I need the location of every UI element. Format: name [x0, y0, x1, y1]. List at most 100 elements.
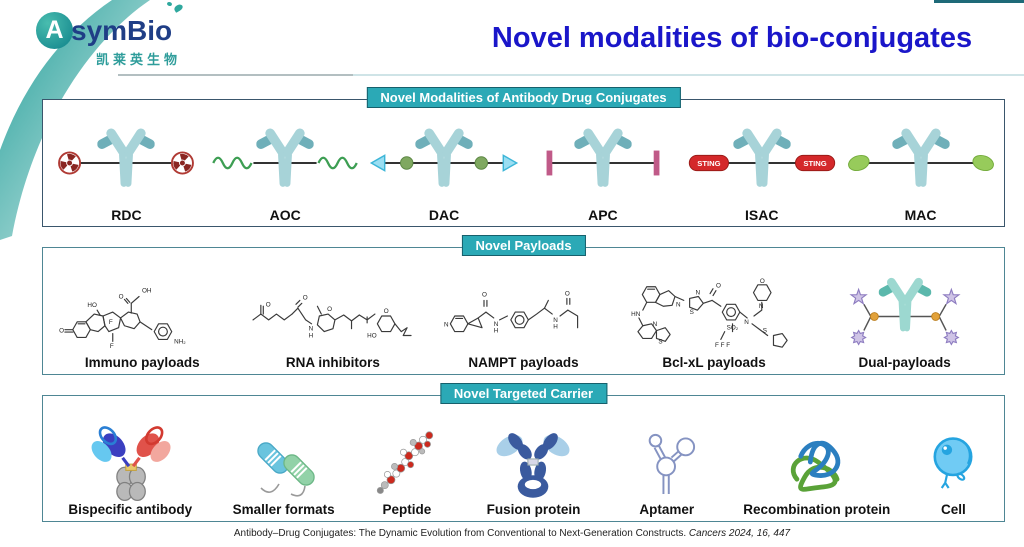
dual-payload-antibody-icon [849, 276, 961, 347]
panel-adc-header: Novel Modalities of Antibody Drug Conjug… [366, 87, 681, 108]
blue-fab-arm [91, 426, 126, 463]
rdc-antibody-icon [58, 126, 195, 187]
payload-label: NAMPT payloads [468, 355, 579, 371]
svg-text:O: O [760, 278, 765, 285]
linker-dot-icon [869, 312, 879, 322]
fusion-protein-icon [496, 433, 570, 499]
adc-label: ISAC [745, 206, 779, 223]
logo-wordmark: symBio [71, 14, 173, 46]
payload-label: Dual-payloads [858, 355, 951, 371]
citation: Antibody–Drug Conjugates: The Dynamic Ev… [0, 528, 1024, 539]
logo-chinese-subtitle: 凯莱英生物 [96, 52, 182, 67]
svg-text:O: O [483, 292, 488, 299]
flower-payload-icon [850, 329, 867, 347]
svg-text:F: F [110, 344, 114, 351]
svg-text:N: N [494, 321, 499, 328]
recombination-protein-icon [790, 441, 840, 493]
radiation-icon [171, 151, 195, 175]
svg-text:SO₂: SO₂ [727, 325, 739, 332]
svg-text:OH: OH [142, 288, 152, 295]
svg-text:N: N [653, 321, 658, 328]
carrier-item-peptide: Peptide [354, 422, 461, 518]
panel-novel-payloads: Novel Payloads [42, 235, 1005, 375]
svg-text:N: N [744, 319, 749, 326]
svg-text:F: F [109, 319, 113, 326]
carrier-label: Cell [940, 502, 966, 518]
svg-text:N: N [759, 304, 764, 311]
immuno-payload-structure-icon: O OH O HO F F NH₂ [59, 288, 186, 351]
star-payload-icon [941, 288, 961, 306]
carrier-item-recombination-protein: Recombination protein [727, 422, 907, 518]
payload-label: RNA inhibitors [285, 355, 380, 371]
svg-text:N: N [696, 290, 701, 297]
svg-text:HO: HO [367, 333, 377, 340]
svg-text:F F F: F F F [715, 343, 730, 350]
asymbio-logo: A symBio 凯莱英生物 [36, 1, 184, 68]
isac-antibody-icon: STING STING [688, 126, 835, 187]
carrier-label: Bispecific antibody [68, 502, 193, 518]
svg-text:N: N [676, 302, 681, 309]
payload-bar-icon [653, 150, 660, 176]
panel-targeted-carrier: Novel Targeted Carrier [42, 383, 1005, 522]
svg-text:O: O [327, 307, 332, 314]
svg-text:H: H [554, 324, 559, 331]
aptamer-icon [648, 434, 695, 495]
carrier-label: Fusion protein [486, 502, 581, 518]
adc-label: AOC [269, 206, 301, 223]
svg-text:O: O [59, 328, 64, 335]
svg-text:O: O [565, 291, 570, 298]
citation-source: Cancers 2024, 16, 447 [688, 528, 791, 539]
top-right-accent-bar [934, 0, 1024, 3]
bispecific-antibody-icon [91, 426, 171, 502]
adc-item-mac: MAC [841, 119, 1000, 223]
svg-text:NH₂: NH₂ [174, 339, 186, 346]
svg-text:N: N [554, 317, 559, 324]
payload-label: Immuno payloads [84, 355, 200, 371]
adc-label: RDC [111, 206, 142, 223]
oligo-wave-icon [317, 156, 359, 170]
cell-icon [933, 437, 973, 490]
svg-text:H: H [494, 328, 499, 335]
degrader-dot-icon [400, 156, 414, 170]
logo-a-badge: A [36, 12, 73, 49]
carrier-item-aptamer: Aptamer [607, 422, 727, 518]
arrowhead-icon [369, 154, 386, 172]
logo-leaf-icon [173, 3, 184, 13]
linker-dot-icon [930, 312, 940, 322]
citation-text: Antibody–Drug Conjugates: The Dynamic Ev… [233, 528, 687, 539]
svg-text:S: S [659, 339, 663, 346]
sting-pill-icon: STING [688, 154, 729, 172]
carrier-item-fusion-protein: Fusion protein [460, 422, 607, 518]
svg-text:S: S [763, 328, 767, 335]
svg-text:O: O [716, 283, 721, 290]
carrier-item-cell: Cell [907, 422, 1000, 518]
peptide-helix-icon [376, 431, 434, 495]
carrier-item-smaller-formats: Smaller formats [214, 422, 354, 518]
svg-text:H: H [309, 333, 314, 340]
carrier-item-bispecific: Bispecific antibody [47, 422, 214, 518]
payload-item-dual: Dual-payloads [809, 271, 1000, 371]
svg-text:N: N [445, 322, 450, 329]
svg-text:STING: STING [697, 159, 720, 168]
glycan-blob-icon [971, 154, 994, 171]
flower-payload-icon [942, 329, 960, 347]
sting-pill-icon: STING [794, 154, 835, 172]
apc-antibody-icon [546, 126, 660, 187]
svg-text:N: N [309, 326, 314, 333]
rna-inhibitor-structure-icon: O O N H O O HO [252, 295, 412, 340]
adc-item-dac: DAC [365, 119, 524, 223]
carrier-label: Recombination protein [743, 502, 891, 518]
svg-text:O: O [303, 295, 308, 302]
carrier-label: Aptamer [639, 502, 695, 518]
panel-adc-modalities: Novel Modalities of Antibody Drug Conjug… [42, 87, 1005, 227]
payload-bar-icon [546, 150, 553, 176]
svg-text:O: O [384, 309, 389, 316]
payload-item-bclxl: N S N O HN N S O N N SO₂ S F F F Bcl-xL … [619, 277, 810, 371]
payload-item-rna: O O N H O O HO RNA inhibitors [238, 277, 429, 371]
degrader-dot-icon [474, 156, 489, 170]
mac-antibody-icon [847, 126, 994, 187]
payload-item-immuno: O OH O HO F F NH₂ Immuno payloads [47, 277, 238, 371]
panel-carrier-header: Novel Targeted Carrier [439, 383, 608, 404]
radiation-icon [58, 151, 82, 175]
svg-text:O: O [119, 294, 124, 301]
